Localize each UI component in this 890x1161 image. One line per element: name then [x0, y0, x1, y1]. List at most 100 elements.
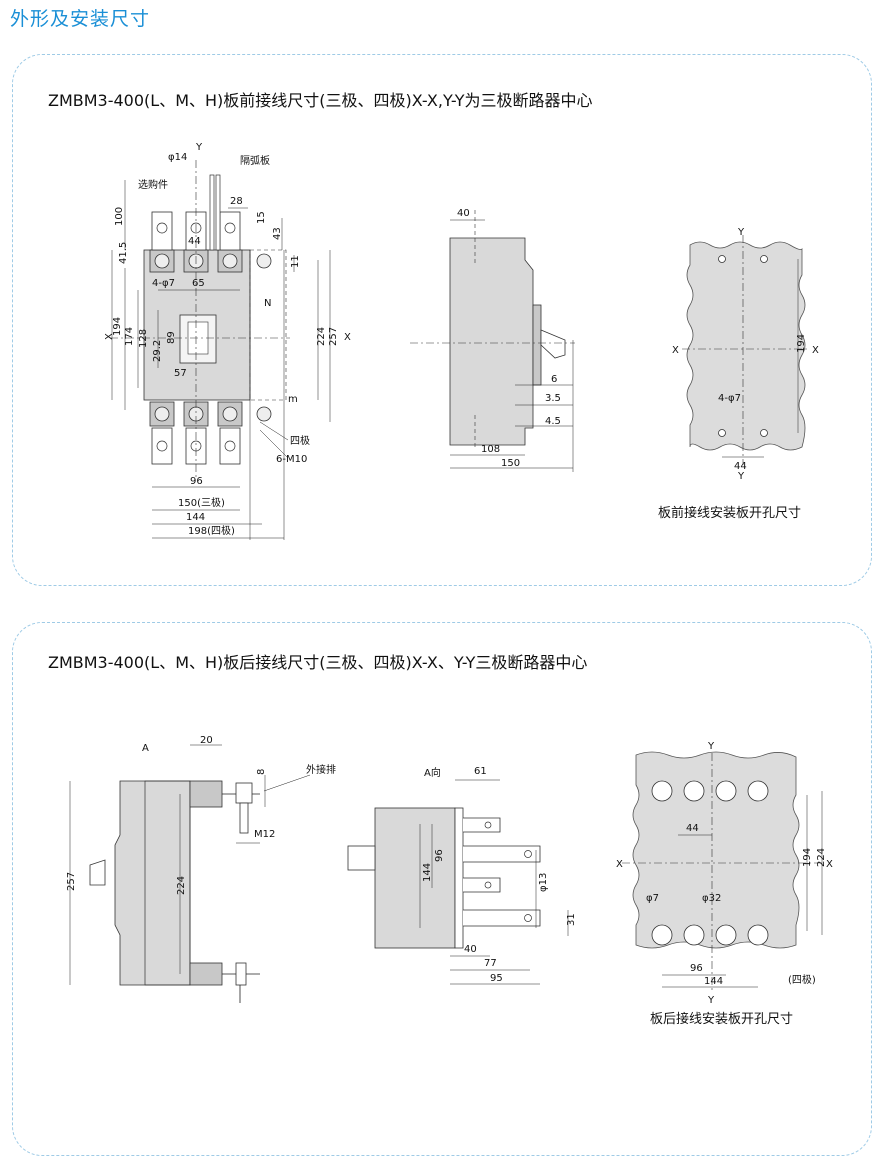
a-view-handle	[347, 845, 376, 871]
cutout-dim-194: 194	[796, 334, 807, 353]
rear-cutout-y-bottom: Y	[707, 995, 715, 1006]
x-axis-right-label: X	[344, 332, 351, 343]
front-cutout-drawing: Y X X 194 4-φ7 44 Y	[672, 227, 819, 482]
rear-cutout-x-right: X	[826, 859, 833, 870]
rear-wiring-heading: ZMBM3-400(L、M、H)板后接线尺寸(三极、四极)X-X、Y-Y三极断路…	[48, 653, 588, 672]
rear-cutout-caption: 板后接线安装板开孔尺寸	[650, 1012, 794, 1027]
side-handle-base	[532, 304, 542, 386]
cutout-hole-label: 4-φ7	[718, 393, 741, 404]
rear-wiring-panel	[12, 622, 872, 1156]
a-arrow-label: A	[142, 743, 149, 754]
rear-cutout-y-top: Y	[707, 741, 715, 752]
four-pole-note: (四极)	[788, 973, 816, 986]
phi14-label: φ14	[168, 152, 187, 163]
dim-108: 108	[481, 444, 500, 455]
dim-43: 43	[272, 227, 283, 240]
x-axis-left-label: X	[104, 333, 115, 340]
dim-89: 89	[166, 331, 177, 344]
rear-side-view-drawing: A 20 8 外接排 M12 257 224	[66, 735, 336, 1003]
rear-cutout-x-left: X	[616, 859, 623, 870]
a-dim-95: 95	[490, 973, 503, 984]
dim-257: 257	[328, 327, 339, 346]
fourth-pole-outline	[249, 249, 287, 401]
dim-224: 224	[316, 327, 327, 346]
dim-100: 100	[114, 207, 125, 226]
dim-128: 128	[138, 329, 149, 348]
cutout-y-bottom: Y	[737, 471, 745, 482]
a-phi13: φ13	[538, 873, 549, 892]
a-dim-144: 144	[422, 863, 433, 882]
front-cutout-caption: 板前接线安装板开孔尺寸	[658, 506, 802, 521]
rear-lower-terminal	[189, 962, 223, 986]
cutout-x-right: X	[812, 345, 819, 356]
dim-150: 150	[501, 458, 520, 469]
front-wiring-panel	[12, 54, 872, 586]
rear-cutout-dim-194: 194	[802, 848, 813, 867]
dim-3-5: 3.5	[545, 393, 561, 404]
a-dim-40: 40	[464, 944, 477, 955]
a-dim-77: 77	[484, 958, 497, 969]
dim-29-2: 29.2	[152, 340, 163, 362]
dim-57: 57	[174, 368, 187, 379]
dim-198-four-pole: 198(四极)	[188, 524, 235, 537]
dim-11: 11	[290, 255, 301, 268]
a-view-body	[374, 807, 456, 949]
dim-40: 40	[457, 208, 470, 219]
hole-4phi7: 4-φ7	[152, 278, 175, 289]
rear-dim-20: 20	[200, 735, 213, 746]
optional-part-label: 选购件	[138, 178, 168, 191]
rear-cutout-phi32: φ32	[702, 893, 721, 904]
top-terminals	[149, 174, 272, 273]
cutout-dim-44: 44	[734, 461, 747, 472]
m12-label: M12	[254, 829, 275, 840]
dim-28: 28	[230, 196, 243, 207]
barrier-label: 隔弧板	[240, 154, 270, 167]
front-wiring-heading: ZMBM3-400(L、M、H)板前接线尺寸(三极、四极)X-X,Y-Y为三极断…	[48, 91, 593, 110]
rear-cutout-dim-224: 224	[816, 848, 827, 867]
a-view-drawing: A向 61 96 144 φ13 31 40 77 95	[347, 766, 577, 985]
dim-144: 144	[186, 512, 205, 523]
y-axis-label: Y	[195, 142, 203, 153]
upper-cutout-holes	[651, 780, 769, 802]
dim-4-5: 4.5	[545, 416, 561, 427]
lower-cutout-holes	[651, 924, 769, 946]
rear-dim-224: 224	[176, 876, 187, 895]
rear-cutout-drawing: Y X X 44 194 224 φ7 φ32 96 144 Y (四极)	[616, 741, 833, 1006]
cutout-y-top: Y	[737, 227, 745, 238]
a-dim-61: 61	[474, 766, 487, 777]
side-body	[449, 237, 534, 446]
dim-194: 194	[112, 317, 123, 336]
rear-cutout-dim-144: 144	[704, 976, 723, 987]
rear-handle	[89, 859, 106, 886]
rear-cutout-phi7: φ7	[646, 893, 659, 904]
a-direction-label: A向	[424, 766, 441, 779]
rear-cutout-dim-44: 44	[686, 823, 699, 834]
m-label: m	[288, 394, 298, 405]
rear-dim-257: 257	[66, 872, 77, 891]
page-title: 外形及安装尺寸	[10, 8, 151, 30]
n-pole-label: N	[264, 298, 271, 309]
cutout-x-left: X	[672, 345, 679, 356]
dim-174: 174	[124, 327, 135, 346]
bottom-terminals	[149, 401, 272, 465]
a-dim-96: 96	[434, 849, 445, 862]
four-pole-label: 四极	[290, 434, 310, 447]
dim-96: 96	[190, 476, 203, 487]
dim-41-5: 41.5	[118, 242, 129, 264]
a-dim-31: 31	[566, 913, 577, 926]
side-handle	[540, 329, 566, 359]
dim-15: 15	[256, 211, 267, 224]
dim-44: 44	[188, 236, 201, 247]
rear-cutout-dim-96: 96	[690, 963, 703, 974]
external-bar-label: 外接排	[306, 763, 336, 776]
front-view-drawing: φ14 Y 隔弧板 选购件 100 28 15 44 43 41.5 11 4-…	[104, 142, 351, 540]
dim-150-three-pole: 150(三极)	[178, 496, 225, 509]
dim-65: 65	[192, 278, 205, 289]
dim-6: 6	[551, 374, 557, 385]
m10-label: 6-M10	[276, 454, 307, 465]
rear-mounting-plate	[632, 751, 800, 949]
side-view-drawing: 40 6 3.5 4.5 108 150	[410, 208, 575, 472]
rear-dim-8: 8	[256, 769, 267, 775]
mounting-plate	[686, 241, 806, 451]
rear-upper-terminal	[189, 780, 223, 808]
